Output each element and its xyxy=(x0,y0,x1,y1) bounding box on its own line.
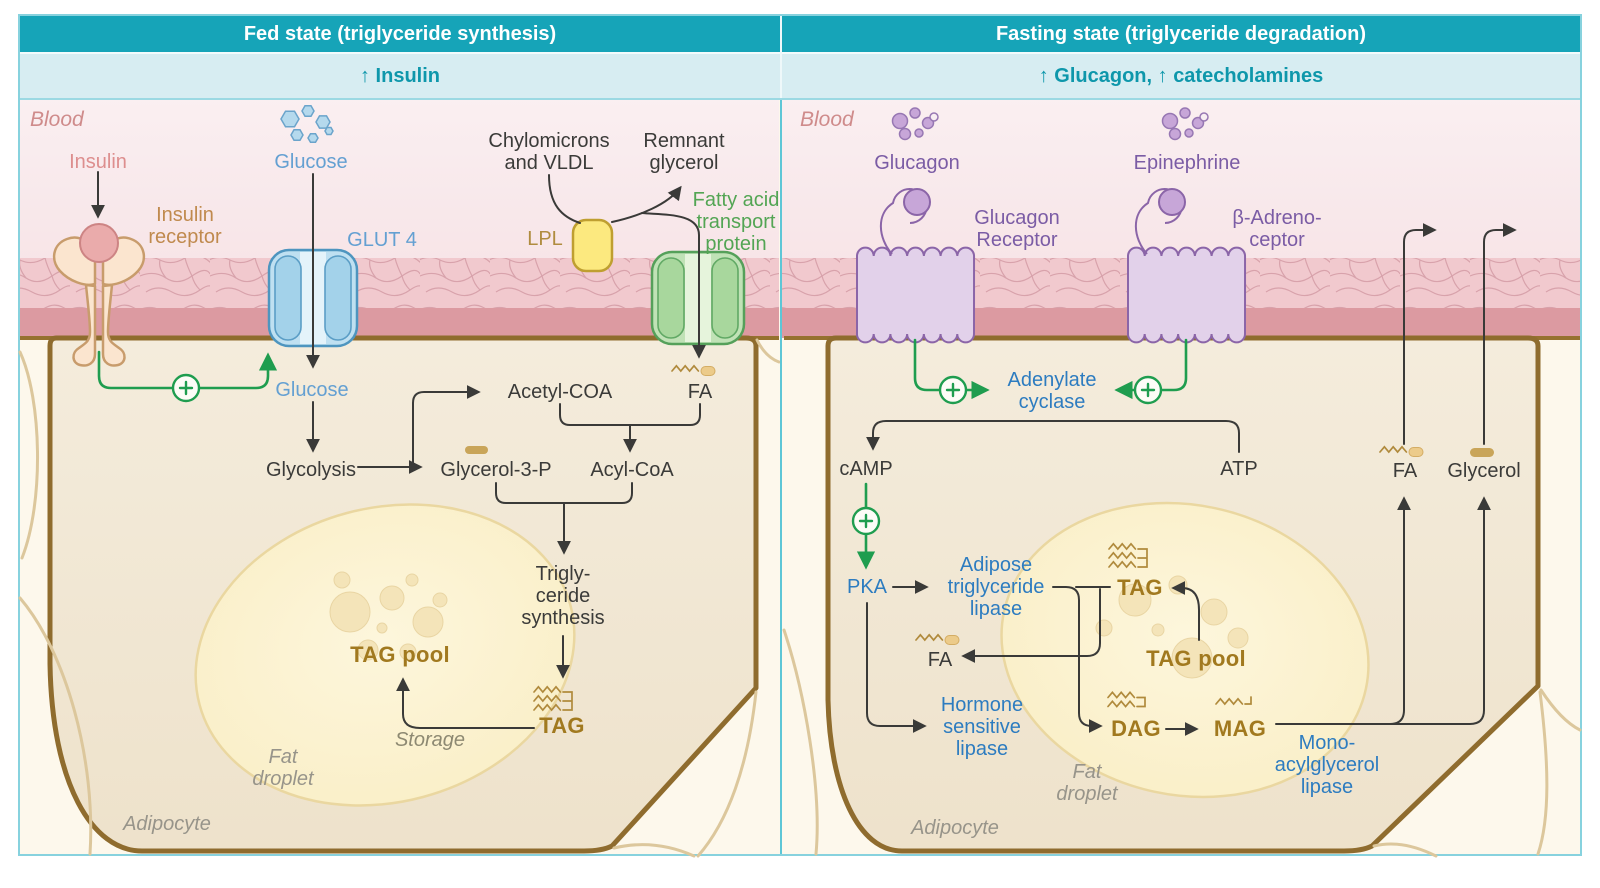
glucagon-particles-icon xyxy=(891,107,939,141)
label-insulin: Insulin xyxy=(69,151,127,173)
label-insulin-receptor: Insulin receptor xyxy=(148,204,222,248)
label-camp: cAMP xyxy=(839,458,893,480)
label-mag: MAG xyxy=(1213,715,1267,741)
header-fasting-state: Fasting state (triglyceride degradation) xyxy=(782,16,1580,52)
panel-divider xyxy=(779,100,782,854)
panel-divider-header xyxy=(779,16,782,98)
label-chylomicrons: Chylomicrons and VLDL xyxy=(488,130,610,174)
subheader-glucagon: ↑ Glucagon, ↑ catecholamines xyxy=(782,54,1580,98)
subheader-divider-line xyxy=(20,98,1580,100)
header-divider-line xyxy=(20,52,1580,54)
label-glut4: GLUT 4 xyxy=(347,229,417,251)
label-tag-right: TAG xyxy=(1117,574,1163,600)
subheader-insulin: ↑ Insulin xyxy=(20,54,780,98)
label-storage: Storage xyxy=(394,729,466,751)
blood-label-right: Blood xyxy=(800,108,854,131)
label-remnant-glycerol: Remnant glycerol xyxy=(643,130,725,174)
label-adenylate-cyclase: Adenylate cyclase xyxy=(1007,369,1097,413)
label-acyl-coa: Acyl-CoA xyxy=(590,459,674,481)
label-fa-intracellular: FA xyxy=(927,649,953,671)
label-epinephrine: Epinephrine xyxy=(1133,152,1241,174)
label-fa-left: FA xyxy=(687,381,713,403)
label-glycerol-3-p: Glycerol-3-P xyxy=(440,459,552,481)
neighbor-cell-outlines xyxy=(18,338,1582,858)
label-tag-pool-right: TAG pool xyxy=(1146,645,1246,671)
label-atp: ATP xyxy=(1220,458,1258,480)
label-fa-released: FA xyxy=(1392,460,1418,482)
lpl-enzyme-shape xyxy=(571,218,614,273)
label-lpl: LPL xyxy=(527,228,563,250)
label-triglyceride-synthesis: Trigly- ceride synthesis xyxy=(521,563,605,629)
label-beta-adrenoceptor: β-Adreno- ceptor xyxy=(1232,207,1322,251)
label-glycolysis: Glycolysis xyxy=(265,459,357,481)
label-adipocyte-left: Adipocyte xyxy=(123,813,211,835)
blood-label-left: Blood xyxy=(30,108,84,131)
glucose-hexagons-icon xyxy=(280,105,334,144)
fat-droplet-left xyxy=(194,503,576,807)
pathway-arrows-right xyxy=(866,223,1517,736)
label-pka: PKA xyxy=(846,576,888,598)
pathway-arrows-left xyxy=(91,171,706,729)
insulin-molecule-icon xyxy=(79,223,119,263)
lipid-icons xyxy=(465,366,1494,710)
label-adipose-triglyceride-lipase: Adipose triglyceride lipase xyxy=(947,554,1045,620)
label-fat-droplet-right: Fat droplet xyxy=(1056,761,1118,805)
label-glucose-blood: Glucose xyxy=(274,151,348,173)
label-fatty-acid-transport-protein: Fatty acid transport protein xyxy=(692,189,780,255)
epinephrine-particles-icon xyxy=(1161,107,1209,141)
glycerol3p-icon xyxy=(465,446,488,454)
label-acetyl-coa: Acetyl-COA xyxy=(507,381,613,403)
label-tag-pool-left: TAG pool xyxy=(350,641,450,667)
label-monoacylglycerol-lipase: Mono- acylglycerol lipase xyxy=(1274,732,1380,798)
glycerol-icon xyxy=(1470,448,1494,457)
label-fat-droplet-left: Fat droplet xyxy=(252,746,314,790)
label-glycerol: Glycerol xyxy=(1447,460,1521,482)
label-glucose-cell: Glucose xyxy=(275,379,349,401)
label-glucagon: Glucagon xyxy=(874,152,960,174)
label-tag-left: TAG xyxy=(539,712,585,738)
label-adipocyte-right: Adipocyte xyxy=(911,817,999,839)
label-glucagon-receptor: Glucagon Receptor xyxy=(974,207,1060,251)
cell-membrane xyxy=(20,258,1580,340)
label-dag: DAG xyxy=(1111,715,1161,741)
label-hormone-sensitive-lipase: Hormone sensitive lipase xyxy=(940,694,1024,760)
header-fed-state: Fed state (triglyceride synthesis) xyxy=(20,16,780,52)
